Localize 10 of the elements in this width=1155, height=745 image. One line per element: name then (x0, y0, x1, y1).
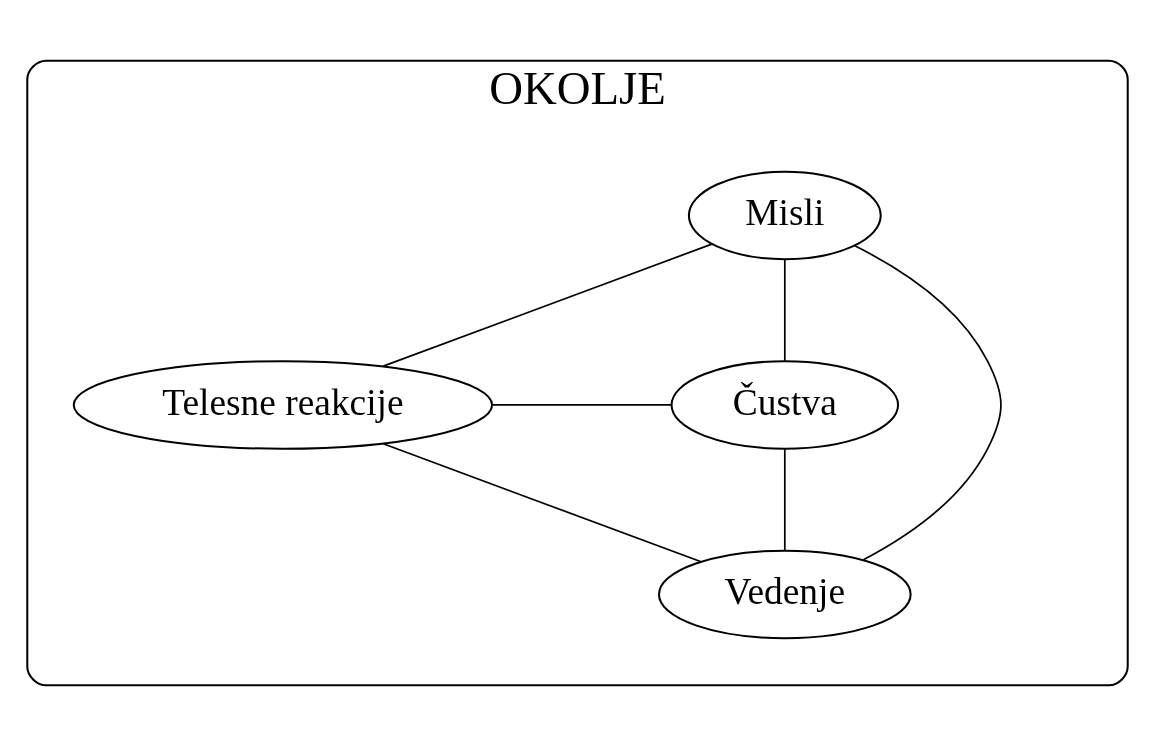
node-ellipse: Misli (687, 170, 882, 260)
node-ellipse: Telesne reakcije (72, 359, 494, 450)
connector (382, 242, 713, 367)
connector (382, 442, 702, 562)
connector (783, 258, 786, 362)
connector (491, 403, 673, 406)
connector (783, 447, 786, 551)
connector (854, 244, 1002, 561)
node-ellipse: Čustva (670, 359, 900, 450)
node-ellipse: Vedenje (657, 549, 912, 639)
